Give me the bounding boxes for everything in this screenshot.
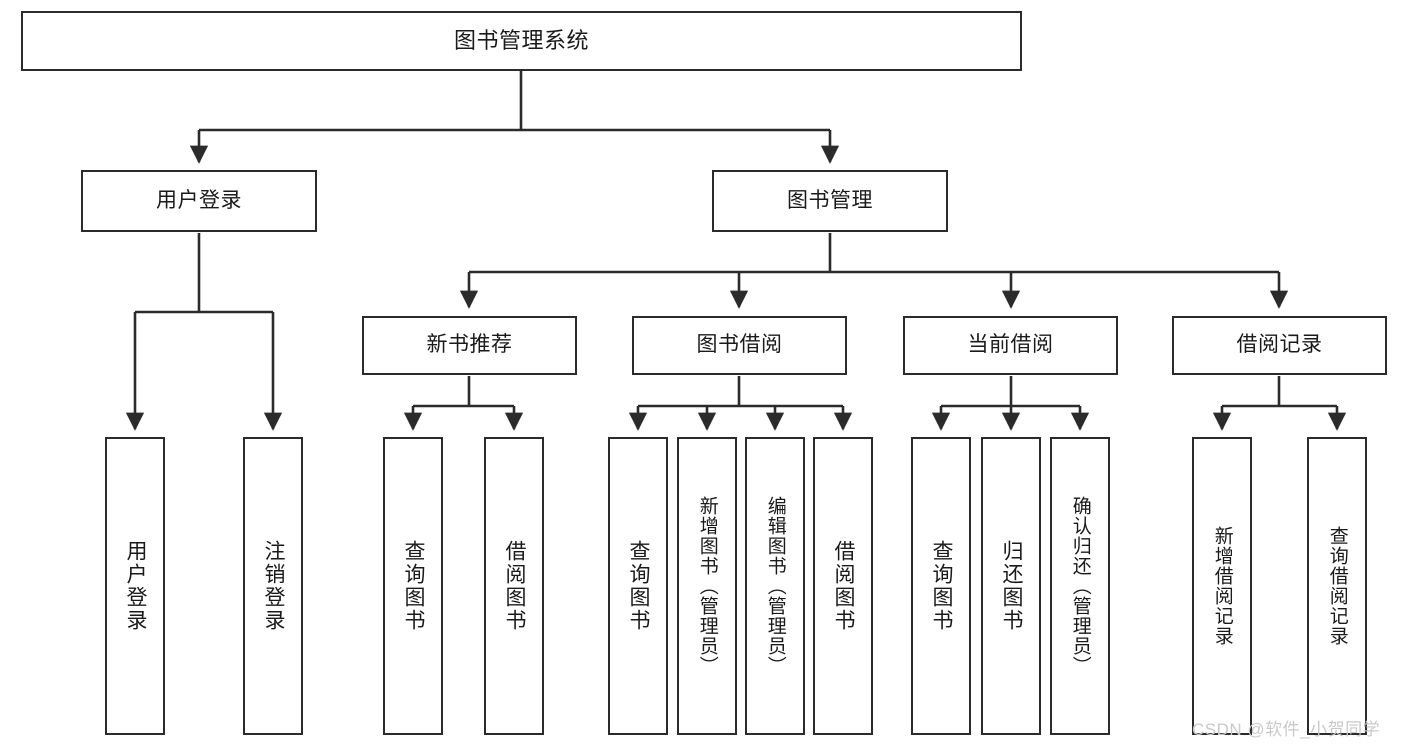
node-current-borrow-label: 当前借阅 bbox=[967, 333, 1054, 357]
node-leaf-add-book[interactable]: 新增图书（管理员） bbox=[677, 437, 737, 735]
node-book-manage[interactable]: 图书管理 bbox=[712, 170, 948, 232]
node-user-login-label: 用户登录 bbox=[156, 188, 242, 212]
node-book-manage-label: 图书管理 bbox=[787, 188, 873, 212]
node-leaf-query-book-1[interactable]: 查询图书 bbox=[383, 437, 443, 735]
node-leaf-borrow-book-1[interactable]: 借阅图书 bbox=[484, 437, 544, 735]
node-leaf-query-record-label: 查询借阅记录 bbox=[1326, 526, 1348, 646]
node-leaf-query-book-1-label: 查询图书 bbox=[402, 540, 426, 632]
node-leaf-add-record[interactable]: 新增借阅记录 bbox=[1192, 437, 1252, 735]
node-current-borrow[interactable]: 当前借阅 bbox=[903, 316, 1118, 375]
node-borrow-record-label: 借阅记录 bbox=[1236, 333, 1323, 357]
node-new-book-recommend[interactable]: 新书推荐 bbox=[362, 316, 577, 375]
node-leaf-query-book-2[interactable]: 查询图书 bbox=[608, 437, 668, 735]
node-leaf-add-book-label: 新增图书（管理员） bbox=[696, 496, 718, 676]
node-book-borrow-label: 图书借阅 bbox=[696, 333, 783, 357]
node-leaf-edit-book[interactable]: 编辑图书（管理员） bbox=[745, 437, 805, 735]
node-root[interactable]: 图书管理系统 bbox=[21, 11, 1022, 71]
node-leaf-query-book-2-label: 查询图书 bbox=[627, 540, 651, 632]
node-user-login[interactable]: 用户登录 bbox=[81, 170, 317, 232]
node-leaf-edit-book-label: 编辑图书（管理员） bbox=[764, 496, 786, 676]
node-book-borrow[interactable]: 图书借阅 bbox=[632, 316, 847, 375]
node-leaf-user-login[interactable]: 用户登录 bbox=[105, 437, 165, 735]
node-leaf-query-record[interactable]: 查询借阅记录 bbox=[1307, 437, 1367, 735]
node-leaf-query-book-3[interactable]: 查询图书 bbox=[911, 437, 971, 735]
node-root-label: 图书管理系统 bbox=[453, 28, 589, 54]
node-leaf-return-book[interactable]: 归还图书 bbox=[981, 437, 1041, 735]
node-leaf-logout[interactable]: 注销登录 bbox=[243, 437, 303, 735]
node-leaf-borrow-book-2[interactable]: 借阅图书 bbox=[813, 437, 873, 735]
watermark: CSDN @软件_小贺同学 bbox=[1192, 720, 1381, 739]
node-leaf-query-book-3-label: 查询图书 bbox=[930, 540, 954, 632]
node-leaf-return-book-label: 归还图书 bbox=[1000, 540, 1024, 632]
node-leaf-user-login-label: 用户登录 bbox=[124, 540, 148, 632]
node-leaf-confirm-return-label: 确认归还（管理员） bbox=[1069, 496, 1091, 676]
node-borrow-record[interactable]: 借阅记录 bbox=[1172, 316, 1387, 375]
node-leaf-add-record-label: 新增借阅记录 bbox=[1211, 526, 1233, 646]
node-leaf-borrow-book-1-label: 借阅图书 bbox=[503, 540, 527, 632]
node-leaf-logout-label: 注销登录 bbox=[262, 540, 286, 632]
node-leaf-borrow-book-2-label: 借阅图书 bbox=[832, 540, 856, 632]
node-leaf-confirm-return[interactable]: 确认归还（管理员） bbox=[1050, 437, 1110, 735]
node-new-book-recommend-label: 新书推荐 bbox=[426, 333, 513, 357]
